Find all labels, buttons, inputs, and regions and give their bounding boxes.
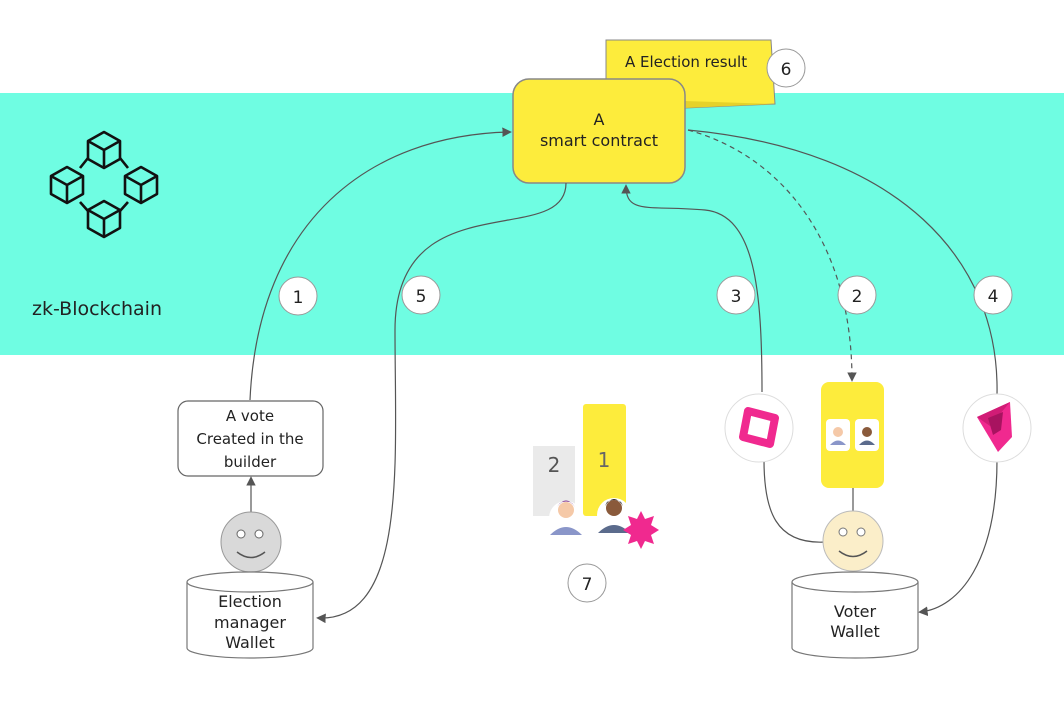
svg-text:2: 2 — [852, 287, 863, 307]
svg-text:Wallet: Wallet — [830, 622, 880, 641]
podium-first-label: 1 — [598, 448, 611, 472]
step-circle: 3 — [716, 275, 756, 315]
candidate-avatar-icon — [830, 427, 846, 445]
svg-text:6: 6 — [781, 60, 792, 80]
svg-text:4: 4 — [988, 287, 999, 307]
step-circle: 6 — [766, 48, 806, 88]
step-circle: 7 — [567, 563, 607, 603]
svg-text:7: 7 — [582, 575, 593, 595]
svg-text:Voter: Voter — [834, 602, 877, 621]
smart-contract-line1: A — [594, 110, 605, 129]
ballot-card — [821, 382, 884, 488]
vote-builder-box: A vote Created in the builder — [177, 400, 324, 477]
blockchain-cubes-icon — [49, 130, 159, 239]
flow-5-contract-to-manager — [316, 182, 567, 624]
step-circle: 4 — [973, 275, 1013, 315]
manager-wallet-cylinder: Election manager Wallet — [186, 571, 314, 659]
step-circle: 1 — [278, 276, 318, 316]
manager-face-icon — [220, 511, 282, 573]
smart-contract-line2: smart contract — [540, 131, 658, 150]
zk-square-token-icon — [724, 393, 794, 463]
flow-2-contract-to-ballot — [687, 129, 857, 382]
svg-text:A vote: A vote — [226, 407, 274, 425]
svg-text:Created in the: Created in the — [196, 430, 303, 448]
flow-3-voter-link — [763, 459, 827, 543]
candidate-avatar-icon — [549, 500, 583, 535]
svg-text:manager: manager — [214, 613, 286, 632]
flow-3-voter-to-contract — [621, 184, 763, 393]
election-result-label: A Election result — [625, 53, 747, 71]
svg-text:Election: Election — [218, 592, 282, 611]
voter-face-icon — [822, 510, 884, 572]
svg-text:Wallet: Wallet — [225, 633, 275, 652]
voter-wallet-cylinder: Voter Wallet — [791, 571, 919, 659]
step-circle: 5 — [401, 275, 441, 315]
results-podium: 2 1 — [533, 404, 659, 549]
zk-gem-token-icon — [962, 393, 1032, 463]
svg-text:5: 5 — [416, 287, 427, 307]
candidate-avatar-icon — [859, 427, 875, 445]
svg-text:1: 1 — [293, 288, 304, 308]
podium-second-label: 2 — [548, 453, 561, 477]
candidate-avatar-icon — [597, 498, 631, 533]
smart-contract-box: A smart contract — [512, 78, 686, 184]
svg-text:builder: builder — [224, 453, 277, 471]
flow-1-vote-to-contract — [249, 127, 512, 401]
flow-4-contract-to-voter — [687, 129, 998, 396]
badge-star-icon — [623, 511, 659, 549]
step-circle: 2 — [837, 275, 877, 315]
flow-4-gem-to-wallet — [918, 459, 998, 617]
band-label: zk-Blockchain — [32, 298, 162, 320]
svg-text:3: 3 — [731, 287, 742, 307]
